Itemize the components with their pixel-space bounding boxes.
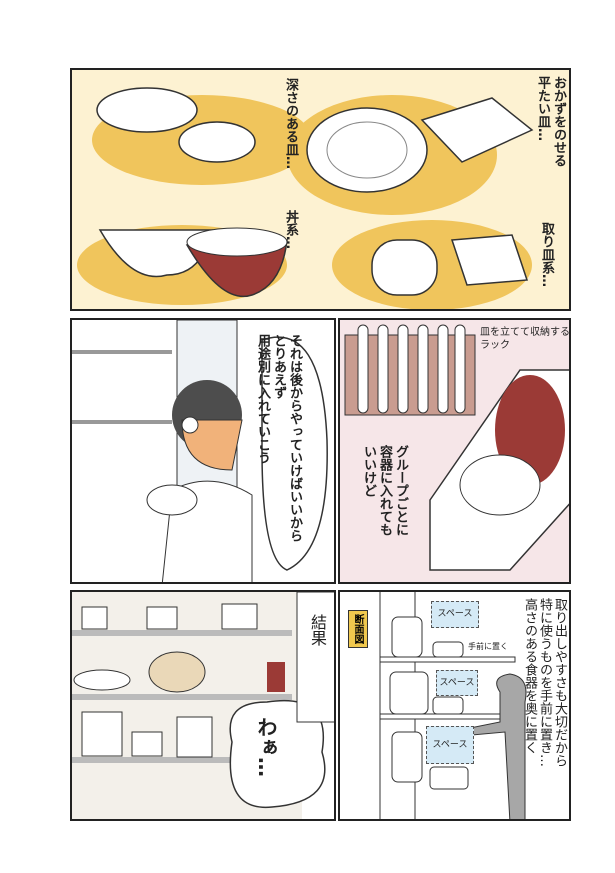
note-place-in-front: 手前に置く [468,642,508,651]
panel-cross-section: 断面図 スペース スペース スペース 手前に置く 取り出しやすさも大切だから 特… [338,590,571,821]
panel-man-at-cupboard: それは後からやっていけばいいから とりあえず 用途別に入れていこう [70,318,336,584]
label-result: 結果 [308,614,327,646]
label-flat-plates: おかずをのせる 平たい皿… [535,76,566,167]
label-deep-plates: 深さのある皿… [283,78,298,169]
note-plate-rack: 皿を立てて収納する ラック [480,327,570,351]
caption-arrangement-tips: 取り出しやすさも大切だから 特に使うものを手前に置き… 高さのある食器を奥に置く [522,598,567,767]
dish-illustration [77,87,534,309]
man-illustration [72,320,328,582]
speech-bubble-later: それは後からやっていけばいいから とりあえず 用途別に入れていこう [255,334,302,542]
label-bowls: 丼系… [283,210,298,249]
messy-shelves-illustration [72,592,334,819]
rack-and-box-illustration [344,324,569,571]
panel-result-shelves: 結果 わぁ… [70,590,336,821]
space-marker-middle: スペース [436,670,478,696]
space-marker-bottom: スペース [426,726,474,764]
exclamation-wow: わぁ… [254,717,278,777]
label-small-plates: 取り皿系… [539,222,554,287]
space-marker-top: スペース [431,601,479,628]
cross-section-label: 断面図 [348,610,368,648]
caption-group-containers: グループごとに 容器に入れても いいけど [361,445,408,536]
panel-dish-types: おかずをのせる 平たい皿… 深さのある皿… 丼系… 取り皿系… [70,68,571,311]
shelf-cross-section-illustration [379,592,527,819]
panel-storage-options: 皿を立てて収納する ラック グループごとに 容器に入れても いいけど [338,318,571,584]
